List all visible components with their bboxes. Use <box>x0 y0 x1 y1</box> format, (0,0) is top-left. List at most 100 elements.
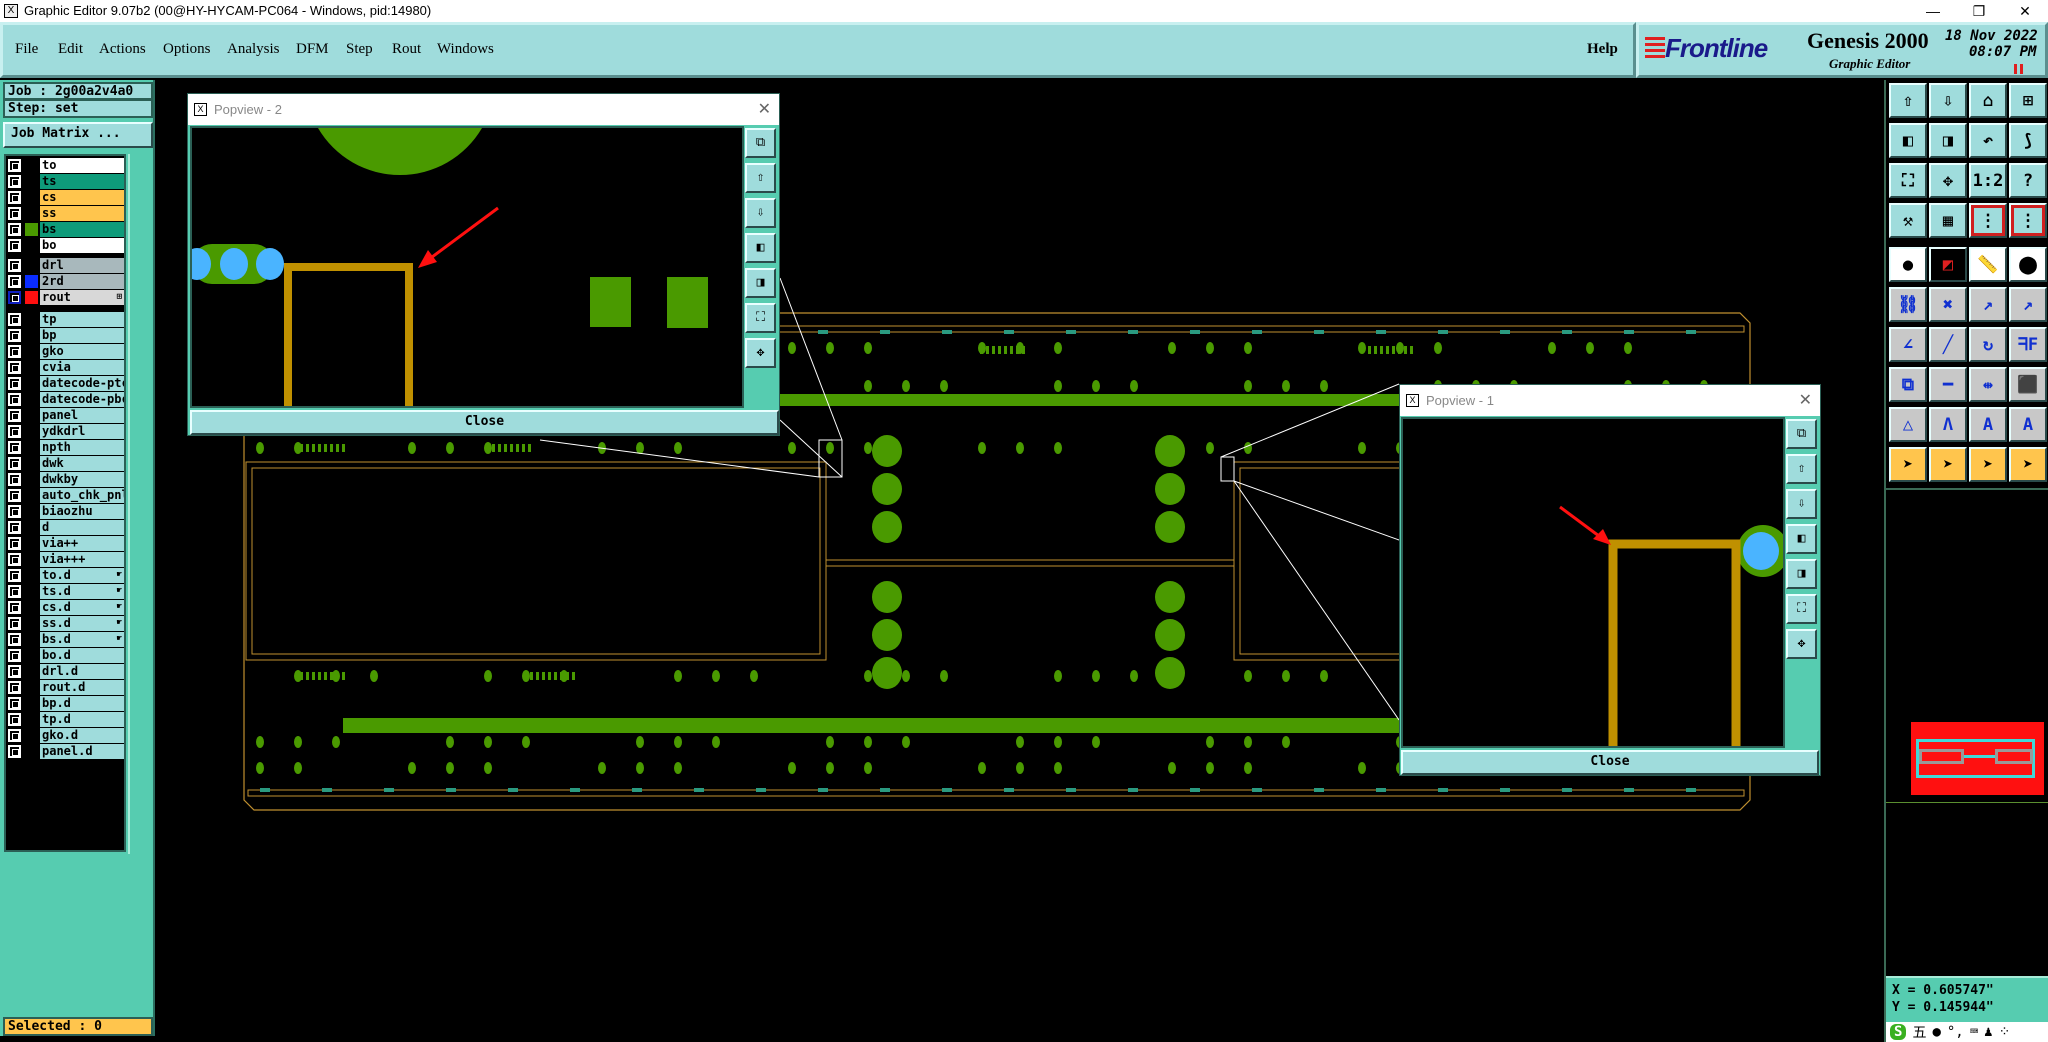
layer-up-button[interactable]: ⇧ <box>1786 454 1817 484</box>
layer-name[interactable]: ts <box>40 174 124 189</box>
layer-checkbox[interactable] <box>8 617 21 630</box>
layer-row-dwkby[interactable]: dwkby <box>6 472 124 487</box>
pan-right-button[interactable]: ◨ <box>1786 559 1817 589</box>
rotate-button[interactable]: ↻ <box>1969 327 2007 362</box>
layer-name[interactable]: bp <box>40 328 124 343</box>
layer-name[interactable]: dwkby <box>40 472 124 487</box>
layer-checkbox[interactable] <box>8 585 21 598</box>
layer-row-bs-d[interactable]: bs.d☛ <box>6 632 124 647</box>
ruler-button[interactable]: 📏 <box>1969 247 2007 282</box>
layer-row-via-[interactable]: via+++ <box>6 552 124 567</box>
layer-name[interactable]: auto_chk_pnl <box>40 488 124 503</box>
layer-name[interactable]: datecode-pbc <box>40 392 124 407</box>
ime-keyboard-icon[interactable]: ⌨ <box>1969 1024 1979 1040</box>
layer-checkbox[interactable] <box>8 489 21 502</box>
pan-right-button[interactable]: ◨ <box>1929 123 1967 158</box>
layer-checkbox[interactable] <box>8 425 21 438</box>
layer-name[interactable]: biaozhu <box>40 504 124 519</box>
layer-checkbox[interactable] <box>8 239 21 252</box>
layer-checkbox[interactable] <box>8 393 21 406</box>
layer-row-datecode-pbc[interactable]: datecode-pbc <box>6 392 124 407</box>
layer-name[interactable]: panel <box>40 408 124 423</box>
layer-name[interactable]: ss.d☛ <box>40 616 124 631</box>
layer-row-ts-d[interactable]: ts.d☛ <box>6 584 124 599</box>
job-matrix-button[interactable]: Job Matrix ... <box>3 122 153 148</box>
menu-file[interactable]: File <box>15 41 39 57</box>
pan-left-button[interactable]: ◧ <box>1786 524 1817 554</box>
layer-checkbox[interactable] <box>8 207 21 220</box>
layer-name[interactable]: bo.d <box>40 648 124 663</box>
pad-outline-button[interactable]: ⬤ <box>2009 247 2047 282</box>
layer-name[interactable]: ts.d☛ <box>40 584 124 599</box>
layer-checkbox[interactable] <box>8 665 21 678</box>
layer-name[interactable]: tp <box>40 312 124 327</box>
layer-name[interactable]: ss <box>40 206 124 221</box>
layer-row-bp-d[interactable]: bp.d <box>6 696 124 711</box>
tools-button[interactable]: ⚒ <box>1889 203 1927 238</box>
layer-checkbox[interactable] <box>8 361 21 374</box>
minimize-button[interactable]: — <box>1926 3 1940 19</box>
zoom-in-out-button[interactable]: ✥ <box>1929 163 1967 198</box>
pointer-net-button[interactable]: ➤ <box>2009 447 2047 482</box>
layer-checkbox[interactable] <box>8 259 21 272</box>
line-button[interactable]: ╱ <box>1929 327 1967 362</box>
layer-checkbox[interactable] <box>8 329 21 342</box>
layer-checkbox[interactable] <box>8 729 21 742</box>
pan-left-button[interactable]: ◧ <box>1889 123 1927 158</box>
layer-row-biaozhu[interactable]: biaozhu <box>6 504 124 519</box>
layer-row-auto-chk-pnl[interactable]: auto_chk_pnl <box>6 488 124 503</box>
arc-split-button[interactable]: A <box>2009 407 2047 442</box>
triangle-button[interactable]: △ <box>1889 407 1927 442</box>
layer-up-button[interactable]: ⇧ <box>1889 83 1927 118</box>
arc-up-button[interactable]: Λ <box>1929 407 1967 442</box>
shapes-button[interactable]: ⬛ <box>2009 367 2047 402</box>
layer-down-button[interactable]: ⇩ <box>745 198 776 228</box>
layer-down-button[interactable]: ⇩ <box>1929 83 1967 118</box>
layer-name[interactable]: drl.d <box>40 664 124 679</box>
zoom-fit-button[interactable]: ⛶ <box>745 303 776 333</box>
layer-list-scrollbar[interactable] <box>128 154 152 854</box>
ime-toolbar[interactable]: S 五 ● °, ⌨ ♟ ⁘ <box>1886 1022 2048 1042</box>
layer-checkbox[interactable] <box>8 345 21 358</box>
layer-name[interactable]: cs <box>40 190 124 205</box>
snap-button[interactable]: ⋮ <box>1969 203 2007 238</box>
layer-checkbox[interactable] <box>8 569 21 582</box>
menu-windows[interactable]: Windows <box>437 41 494 57</box>
layer-row-rout[interactable]: rout⊞ <box>6 290 124 305</box>
pause-icon[interactable] <box>2014 64 2023 74</box>
zoom-fit-button[interactable]: ⛶ <box>1786 594 1817 624</box>
ime-wubi-icon[interactable]: 五 <box>1912 1025 1927 1041</box>
close-window-button[interactable]: ✕ <box>2019 3 2031 19</box>
layer-checkbox[interactable] <box>8 537 21 550</box>
undo-view-button[interactable]: ↶ <box>1969 123 2007 158</box>
layer-name[interactable]: ydkdrl <box>40 424 124 439</box>
layer-row-datecode-ptc[interactable]: datecode-ptc <box>6 376 124 391</box>
layer-name[interactable]: bs <box>40 222 124 237</box>
layer-name[interactable]: cvia <box>40 360 124 375</box>
layer-name[interactable]: rout⊞ <box>40 290 124 305</box>
zoom-back-button[interactable]: ⧉ <box>1786 419 1817 449</box>
menu-actions[interactable]: Actions <box>99 41 146 57</box>
layer-name[interactable]: to.d☛ <box>40 568 124 583</box>
layer-name[interactable]: via+++ <box>40 552 124 567</box>
layer-name[interactable]: bs.d☛ <box>40 632 124 647</box>
redraw-button[interactable]: ⟆ <box>2009 123 2047 158</box>
layer-checkbox[interactable] <box>8 457 21 470</box>
layer-checkbox[interactable] <box>8 553 21 566</box>
popview-1-canvas[interactable] <box>1401 417 1785 748</box>
zoom-in-out-button[interactable]: ✥ <box>1786 629 1817 659</box>
layer-checkbox[interactable] <box>8 505 21 518</box>
line-angle-button[interactable]: ∠ <box>1889 327 1927 362</box>
layer-row-panel-d[interactable]: panel.d <box>6 744 124 759</box>
layer-checkbox[interactable] <box>8 275 21 288</box>
layer-row-d[interactable]: d <box>6 520 124 535</box>
layer-checkbox[interactable] <box>8 633 21 646</box>
layer-name[interactable]: npth <box>40 440 124 455</box>
ime-user-icon[interactable]: ♟ <box>1984 1024 1993 1040</box>
layer-checkbox[interactable] <box>8 313 21 326</box>
menu-step[interactable]: Step <box>346 41 373 57</box>
overview-map[interactable] <box>1886 488 2048 976</box>
layer-row-ss-d[interactable]: ss.d☛ <box>6 616 124 631</box>
layer-checkbox[interactable] <box>8 521 21 534</box>
layer-checkbox[interactable] <box>8 291 21 304</box>
